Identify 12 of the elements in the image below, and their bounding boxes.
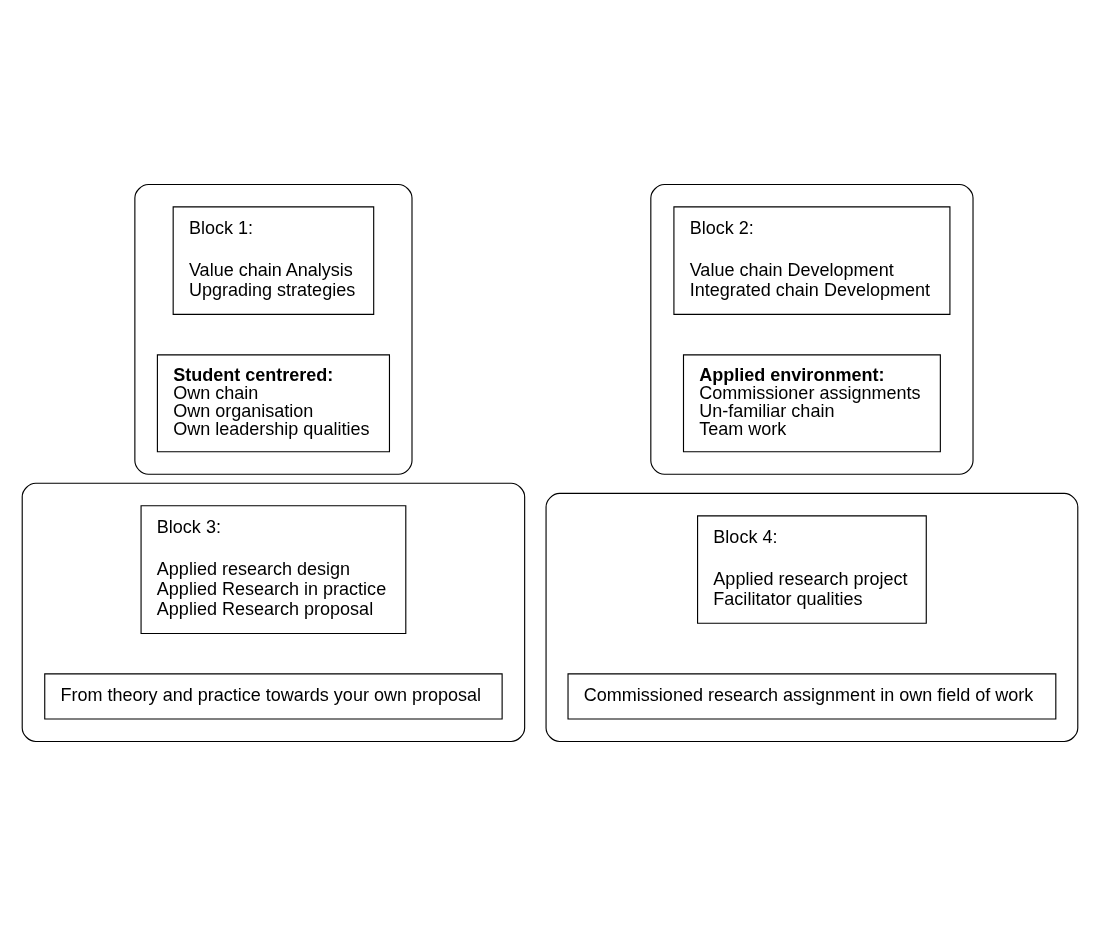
node-box: From theory and practice towards your own proposal — [44, 672, 503, 719]
cluster — [134, 183, 413, 475]
node-box: Block 1: Value chain Analysis Upgrading strategies — [172, 205, 375, 315]
node-box: Applied environment: Commissioner assignments Un-familiar chain Team work — [682, 353, 941, 452]
node-box: Block 3: Applied research design Applied Research in practice Applied Research proposal — [140, 504, 407, 634]
cluster — [545, 492, 1079, 742]
node-box: Commissioned research assignment in own field of work — [567, 672, 1057, 719]
node-box: Student centrered: Own chain Own organisation Own leadership qualities — [156, 353, 391, 452]
node-box: Block 4: Applied research project Facilitator qualities — [697, 514, 927, 624]
node-box: Block 2: Value chain Development Integrated chain Development — [673, 205, 951, 315]
cluster — [650, 183, 974, 475]
cluster — [21, 482, 526, 742]
